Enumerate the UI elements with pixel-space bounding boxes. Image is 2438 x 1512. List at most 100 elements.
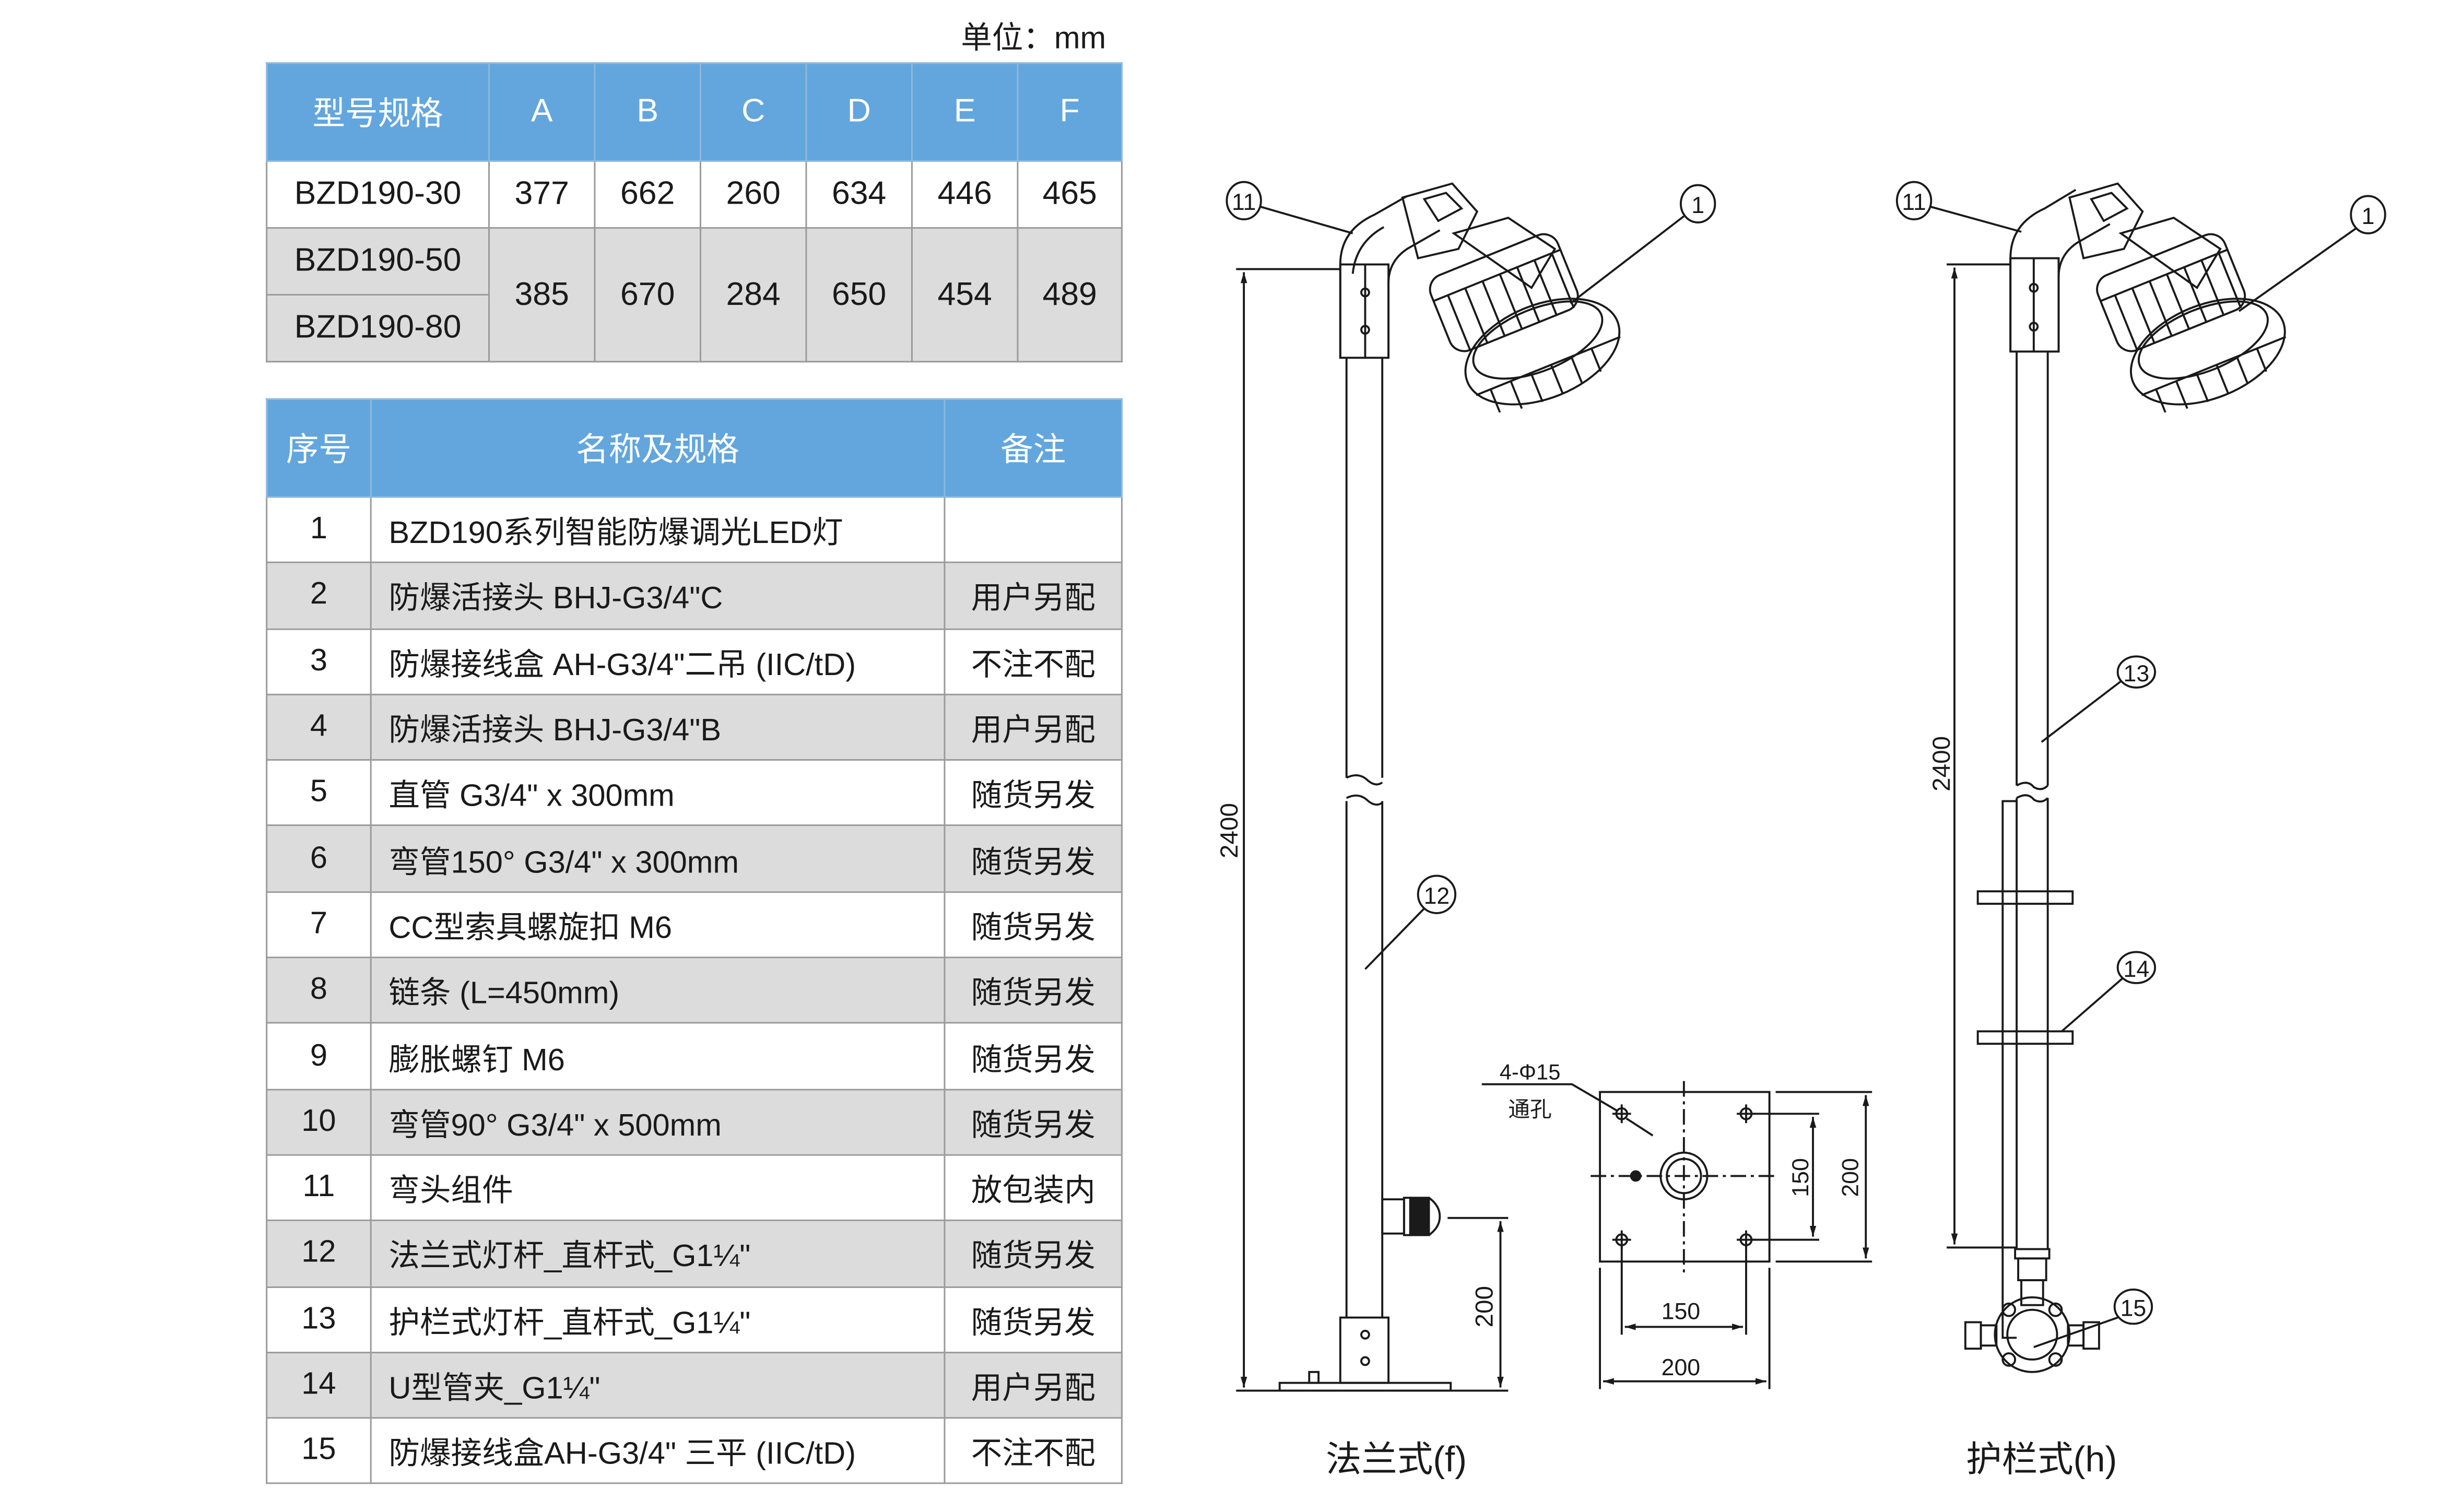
part-no-cell: 6 <box>266 825 372 893</box>
plate-size-h-label: 200 <box>1662 1355 1700 1380</box>
model-cell: BZD190-30 <box>266 160 490 229</box>
value-cell: 260 <box>699 160 807 229</box>
part-note-cell: 不注不配 <box>944 1417 1123 1485</box>
part-name-cell: BZD190系列智能防爆调光LED灯 <box>370 496 946 564</box>
flange-height-dimension: 2400 <box>1216 268 1454 1392</box>
value-cell: 670 <box>594 227 701 363</box>
part-note-cell: 不注不配 <box>944 628 1123 695</box>
led-lamp-icon <box>1401 182 1621 413</box>
model-cell: BZD190-80 <box>266 294 490 363</box>
header-f: F <box>1017 62 1123 162</box>
svg-text:1: 1 <box>1691 193 1704 218</box>
flange-caption: 法兰式(f) <box>1326 1439 1467 1479</box>
value-cell: 377 <box>488 160 596 229</box>
table-row: BZD190-50 385 670 284 650 454 489 <box>266 227 1123 363</box>
part-no-cell: 14 <box>266 1351 372 1419</box>
header-a: A <box>488 62 596 162</box>
part-no-cell: 15 <box>266 1417 372 1485</box>
model-cell: BZD190-50 <box>266 227 490 296</box>
flange-pole <box>1278 358 1452 1392</box>
part-note-cell: 放包装内 <box>944 1154 1123 1222</box>
part-name-cell: 护栏式灯杆_直杆式_G1¼" <box>370 1285 946 1353</box>
gland-dim-label: 200 <box>1471 1286 1499 1328</box>
header-b: B <box>594 62 701 162</box>
table-row: BZD190-30 377 662 260 634 446 465 <box>266 160 1123 229</box>
header-d: D <box>805 62 913 162</box>
part-note-cell: 用户另配 <box>944 562 1123 630</box>
header-e: E <box>911 62 1019 162</box>
part-no-cell: 8 <box>266 956 372 1024</box>
part-name-cell: 防爆接线盒AH-G3/4" 三平 (IIC/tD) <box>370 1417 946 1485</box>
height-dim-label: 2400 <box>1928 736 1956 792</box>
callout-11: 11 <box>1895 181 2022 233</box>
svg-text:12: 12 <box>1424 883 1450 909</box>
value-cell: 489 <box>1017 227 1123 363</box>
flange-plate-drawing: 4-Φ15 通孔 150 200 150 200 <box>1481 1060 1872 1389</box>
part-name-cell: 防爆接线盒 AH-G3/4"二吊 (IIC/tD) <box>370 628 946 695</box>
part-no-cell: 7 <box>266 891 372 959</box>
header-note: 备注 <box>944 398 1123 498</box>
unit-label: 单位：mm <box>961 21 1106 56</box>
part-note-cell: 用户另配 <box>944 693 1123 761</box>
value-cell: 385 <box>488 227 596 363</box>
part-note-cell: 随货另发 <box>944 1022 1123 1090</box>
hole-spacing-h-label: 150 <box>1662 1299 1700 1325</box>
part-name-cell: 法兰式灯杆_直杆式_G1¼" <box>370 1220 946 1287</box>
value-cell: 454 <box>911 227 1019 363</box>
plate-size-v-label: 200 <box>1838 1158 1863 1197</box>
callout-13: 13 <box>2041 655 2157 743</box>
header-no: 序号 <box>266 398 372 498</box>
guardrail-pole <box>2001 351 2049 1339</box>
part-name-cell: U型管夹_G1¼" <box>370 1351 946 1419</box>
value-cell: 662 <box>594 160 701 229</box>
value-cell: 634 <box>805 160 913 229</box>
u-clamp <box>1976 890 2074 1045</box>
part-name-cell: 弯头组件 <box>370 1154 946 1222</box>
part-name-cell: 链条 (L=450mm) <box>370 956 946 1024</box>
part-note-cell: 用户另配 <box>944 1351 1123 1419</box>
part-no-cell: 5 <box>266 759 372 827</box>
value-cell: 650 <box>805 227 913 363</box>
led-lamp-icon <box>2068 182 2287 413</box>
gland-height-dimension: 200 <box>1447 1216 1509 1392</box>
svg-text:1: 1 <box>2362 204 2375 229</box>
part-no-cell: 2 <box>266 562 372 630</box>
part-no-cell: 9 <box>266 1022 372 1090</box>
header-name: 名称及规格 <box>370 398 946 498</box>
part-name-cell: 直管 G3/4" x 300mm <box>370 759 946 827</box>
parts-table-header: 序号 名称及规格 备注 <box>266 398 1123 498</box>
svg-text:15: 15 <box>2121 1296 2147 1321</box>
elbow-assembly-icon <box>1339 195 1441 359</box>
callout-14: 14 <box>2061 951 2157 1032</box>
value-cell: 284 <box>699 227 807 363</box>
part-note-cell <box>944 496 1123 564</box>
part-no-cell: 1 <box>266 496 372 564</box>
part-note-cell: 随货另发 <box>944 1088 1123 1156</box>
part-no-cell: 3 <box>266 628 372 695</box>
header-c: C <box>699 62 807 162</box>
part-name-cell: 防爆活接头 BHJ-G3/4"C <box>370 562 946 630</box>
flange-pole-drawing: 2400 200 11 1 12 <box>1216 181 1716 1480</box>
part-note-cell: 随货另发 <box>944 1285 1123 1353</box>
callout-1: 1 <box>1570 184 1716 304</box>
dimension-table-header: 型号规格 A B C D E F <box>266 62 1123 162</box>
header-model: 型号规格 <box>266 62 490 162</box>
dimension-table: 型号规格 A B C D E F BZD190-30 377 662 260 6… <box>266 62 1123 363</box>
hole-sublabel: 通孔 <box>1508 1097 1551 1121</box>
svg-text:14: 14 <box>2124 956 2150 982</box>
height-dim-label: 2400 <box>1216 803 1243 858</box>
